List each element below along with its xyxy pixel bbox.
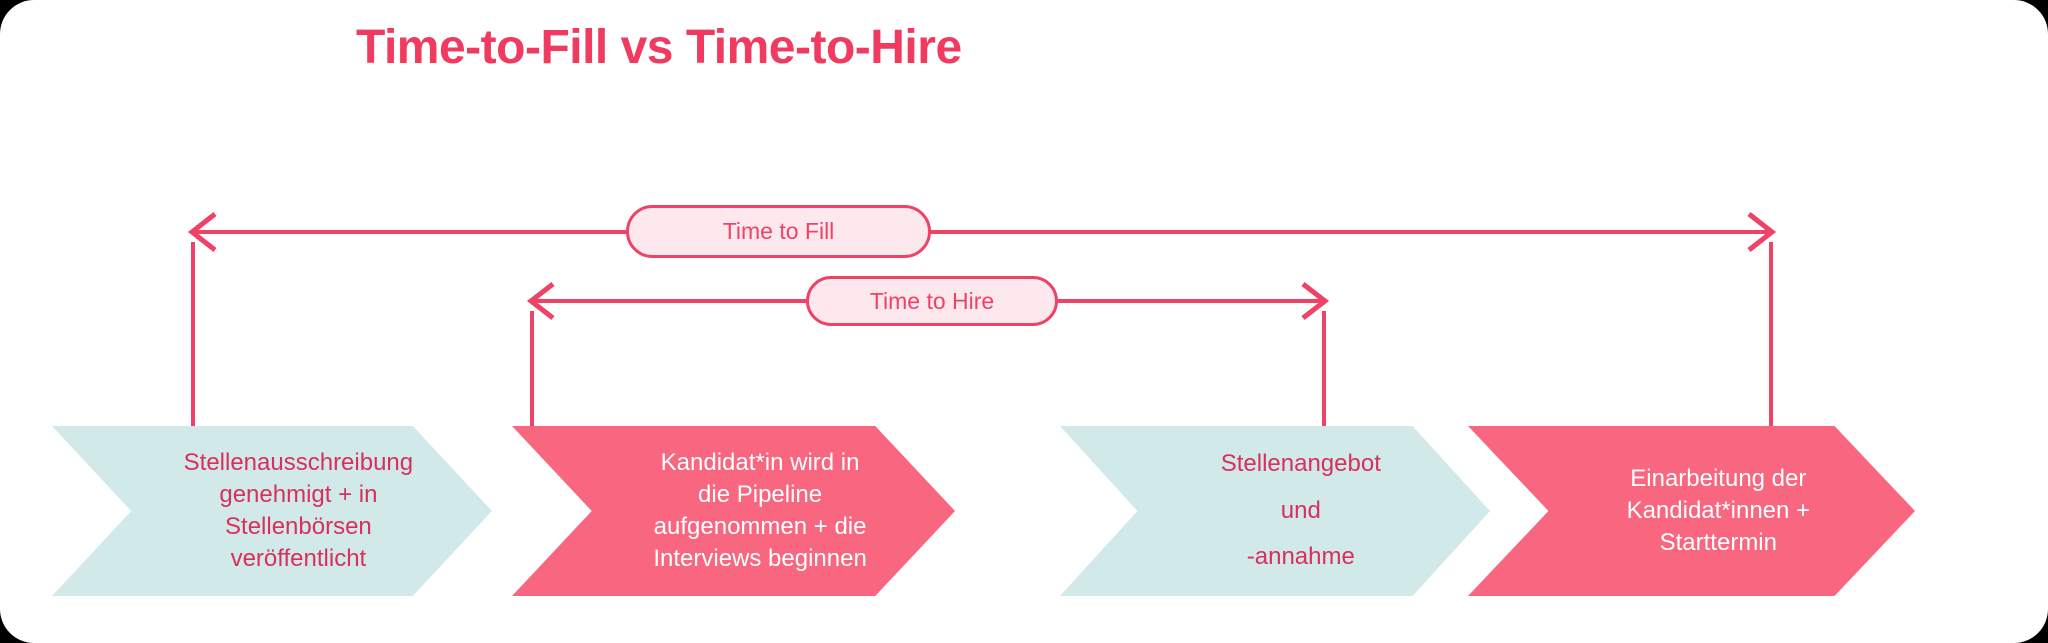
stage-label-line: die Pipeline [698, 481, 823, 509]
stage-label-line: -annahme [1246, 543, 1355, 571]
stage-label-line: Kandidat*in wird in [660, 449, 860, 477]
tth-arrowhead-right [1301, 282, 1330, 320]
stage-label-line: und [1280, 496, 1321, 524]
stage-label-line: Kandidat*innen + [1626, 497, 1811, 525]
stage-label-line: Stellenausschreibung [183, 449, 414, 477]
stage-label-line: Einarbeitung der [1630, 465, 1807, 493]
ttf-arrowhead-left [187, 212, 217, 252]
measure-pill-time-to-fill[interactable]: Time to Fill [626, 205, 931, 258]
ttf-arrowhead-right [1747, 212, 1777, 252]
tth-arrowhead-left [526, 282, 555, 320]
stage-label-3: Stellenangebot und -annahme [1060, 441, 1490, 581]
stage-label-2: Kandidat*in wird in die Pipeline aufgeno… [512, 447, 955, 575]
stage-label-line: Stellenangebot [1220, 449, 1381, 477]
stage-label-line: genehmigt + in [219, 481, 378, 509]
stage-label-line: aufgenommen + die [653, 513, 867, 540]
stage-label-line: Stellenbörsen [225, 513, 372, 540]
measure-pill-label: Time to Fill [722, 218, 835, 244]
stage-label-line: veröffentlicht [230, 544, 367, 572]
stage-label-4: Einarbeitung der Kandidat*innen + Startt… [1468, 463, 1915, 559]
measure-pill-time-to-hire[interactable]: Time to Hire [806, 276, 1058, 326]
page-title: Time-to-Fill vs Time-to-Hire [356, 21, 962, 74]
stage-label-line: Starttermin [1659, 528, 1777, 556]
stage-label-1: Stellenausschreibung genehmigt + in Stel… [52, 447, 492, 575]
measure-pill-label: Time to Hire [869, 287, 995, 314]
stage-label-line: Interviews beginnen [653, 544, 867, 572]
